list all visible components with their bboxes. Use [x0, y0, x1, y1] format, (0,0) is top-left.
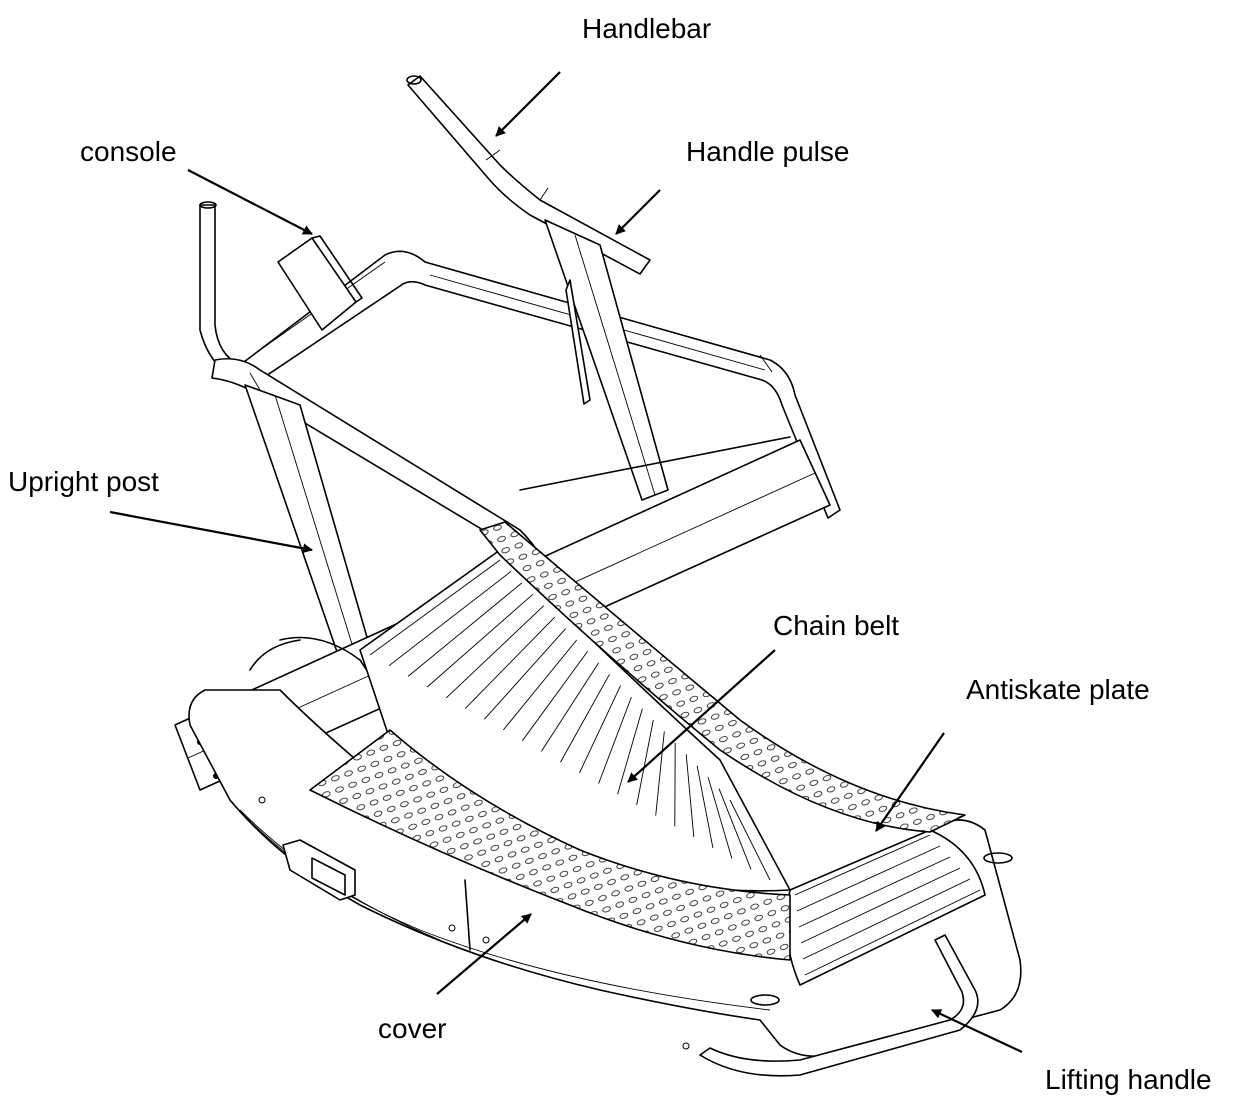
- antiskate-plate-arrow: [875, 732, 945, 832]
- cover-arrow: [436, 913, 532, 995]
- cover-label: cover: [378, 1013, 447, 1044]
- lifting-handle-label: Lifting handle: [1045, 1064, 1212, 1095]
- antiskate-plate: [479, 521, 966, 833]
- handlebar: [406, 75, 651, 275]
- rear-bracket: [282, 839, 356, 901]
- console-arrow: [187, 169, 313, 235]
- lifting-handle: [699, 934, 979, 1077]
- upright-post-arrow: [109, 510, 313, 554]
- cover: [309, 729, 791, 961]
- lifting-handle-arrow: [931, 1009, 1023, 1053]
- upright-post-label: Upright post: [8, 466, 159, 497]
- handlebar-arrow: [495, 71, 561, 137]
- antiskate-plate-label: Antiskate plate: [966, 674, 1150, 705]
- console-label: console: [80, 136, 177, 167]
- chain-belt-label: Chain belt: [773, 610, 900, 641]
- chain-belt-arrow: [627, 649, 776, 783]
- console: [277, 235, 363, 331]
- handle-pulse-label: Handle pulse: [686, 136, 850, 167]
- handle-pulse-arrow: [615, 189, 661, 235]
- leader-arrows: [109, 71, 1023, 1053]
- handlebar-label: Handlebar: [582, 13, 712, 44]
- right-upright-post: [544, 219, 669, 501]
